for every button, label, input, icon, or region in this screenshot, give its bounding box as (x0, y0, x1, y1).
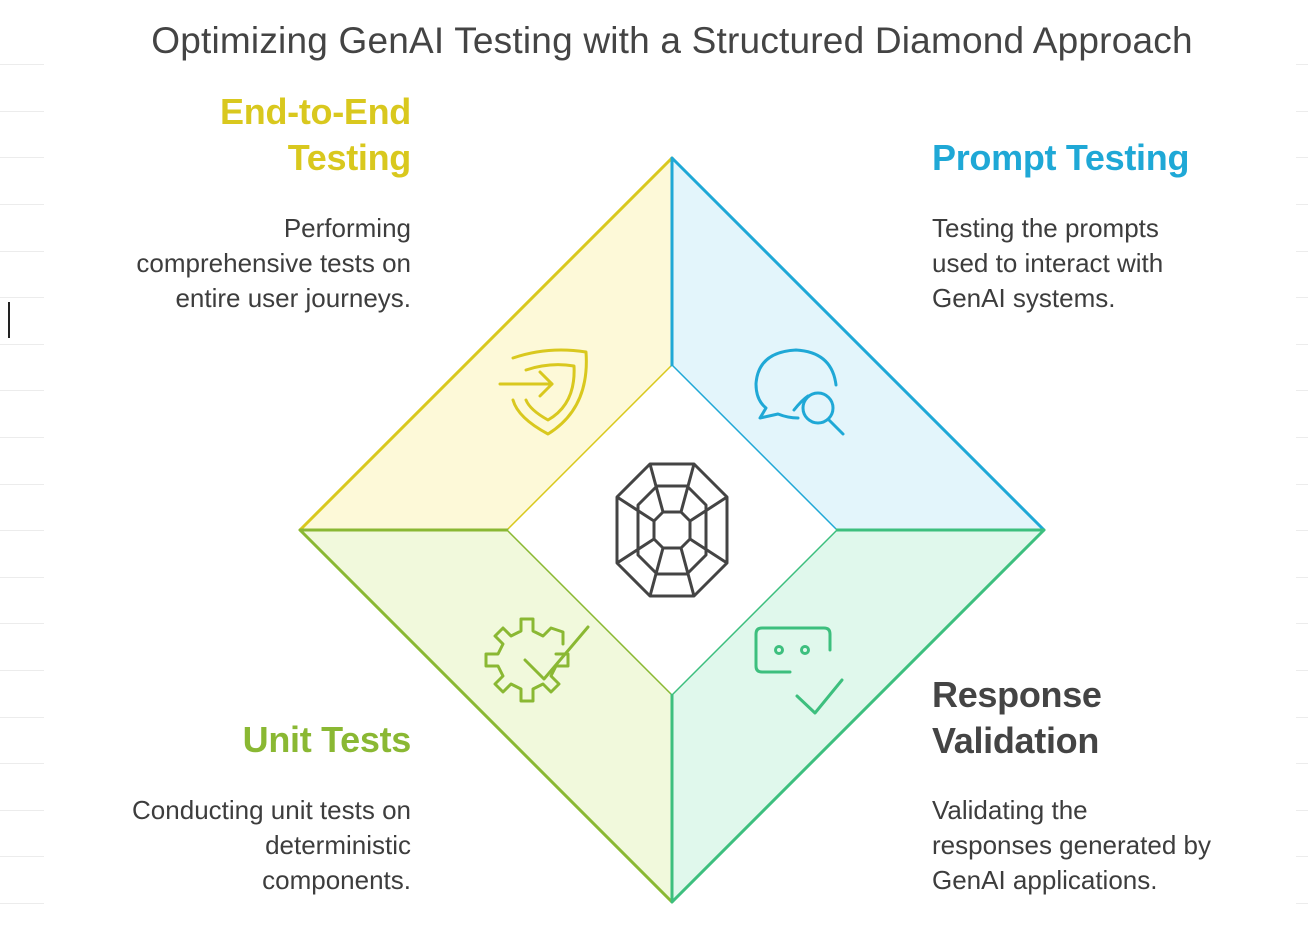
unit-tests-description: Conducting unit tests on deterministic c… (11, 793, 411, 898)
response-validation-desc-line3: GenAI applications. (932, 865, 1158, 895)
response-validation-heading-line2: Validation (932, 720, 1100, 761)
unit-tests-heading-line1: Unit Tests (242, 719, 412, 760)
response-validation-heading-line1: Response (932, 674, 1102, 715)
prompt-testing-desc-line1: Testing the prompts (932, 213, 1159, 243)
diagram-title: Optimizing GenAI Testing with a Structur… (151, 20, 1193, 61)
text-cursor (8, 302, 10, 338)
end-to-end-desc-line3: entire user journeys. (175, 283, 411, 313)
response-validation-desc-line2: responses generated by (932, 830, 1211, 860)
prompt-testing-desc-line2: used to interact with (932, 248, 1164, 278)
end-to-end-heading: End-to-End Testing (11, 89, 411, 181)
end-to-end-desc-line2: comprehensive tests on (136, 248, 411, 278)
message-check-icon (754, 626, 844, 715)
left-edge-guides (0, 0, 44, 952)
response-validation-desc-line1: Validating the (932, 795, 1088, 825)
chat-search-icon (754, 348, 845, 436)
prompt-testing-desc-line3: GenAI systems. (932, 283, 1116, 313)
unit-tests-desc-line2: deterministic (265, 830, 411, 860)
prompt-testing-heading-line1: Prompt Testing (932, 137, 1190, 178)
end-to-end-desc-line1: Performing (283, 213, 411, 243)
shield-enter-icon (498, 348, 588, 436)
end-to-end-heading-line2: Testing (287, 137, 412, 178)
prompt-testing-description: Testing the prompts used to interact wit… (932, 211, 1302, 316)
response-validation-heading: Response Validation (932, 672, 1302, 764)
center-diamond (508, 366, 836, 694)
unit-tests-desc-line3: components. (262, 865, 411, 895)
end-to-end-heading-line1: End-to-End (220, 91, 411, 132)
unit-tests-desc-line1: Conducting unit tests on (132, 795, 411, 825)
unit-tests-heading: Unit Tests (11, 717, 412, 763)
response-validation-description: Validating the responses generated by Ge… (932, 793, 1302, 898)
right-edge-guides (1296, 0, 1308, 952)
prompt-testing-heading: Prompt Testing (932, 135, 1302, 181)
end-to-end-description: Performing comprehensive tests on entire… (11, 211, 411, 316)
gear-check-icon (484, 617, 590, 703)
diamond-icon (615, 462, 729, 598)
